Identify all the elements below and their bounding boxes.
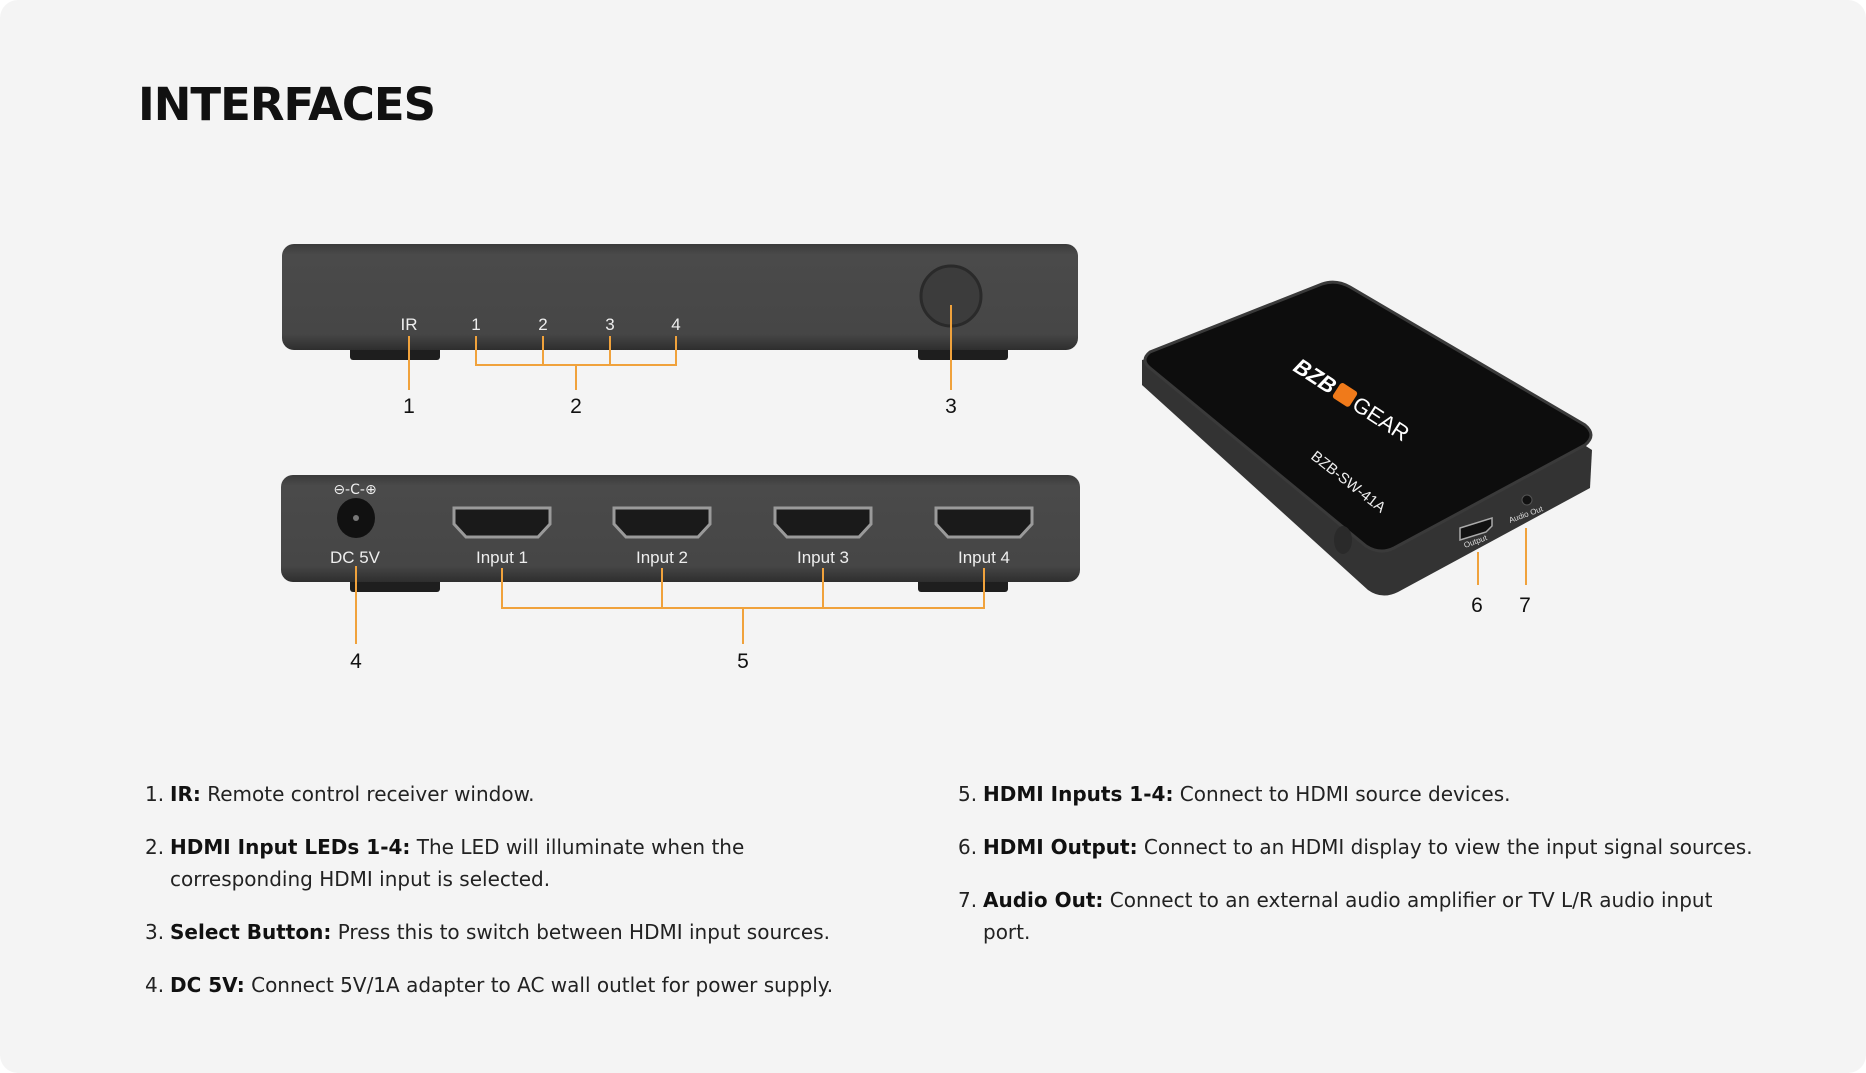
input-4-label: Input 4 [958,548,1010,567]
hdmi-port-icon [452,506,552,539]
callout-7: 7 [1519,594,1531,617]
list-item: 1.IR: Remote control receiver window. [145,778,885,810]
list-item: 4.DC 5V: Connect 5V/1A adapter to AC wal… [145,969,885,1001]
item-term: DC 5V: [170,973,245,997]
input-2-label: Input 2 [636,548,688,567]
list-item: 7.Audio Out: Connect to an external audi… [958,884,1758,948]
hdmi-port-icon [612,506,712,539]
interface-list-right: 5.HDMI Inputs 1-4: Connect to HDMI sourc… [958,778,1758,969]
input-1-label: Input 1 [476,548,528,567]
callout-lines-rear [355,566,985,644]
item-description: Press this to switch between HDMI input … [331,920,830,944]
item-number: 5. [958,782,978,806]
item-description: Connect to an HDMI display to view the i… [1137,835,1753,859]
callout-2: 2 [570,395,582,418]
device-top [1143,280,1593,553]
side-select-button [1334,526,1352,554]
input-3-label: Input 3 [797,548,849,567]
dc-5v-label: DC 5V [330,548,381,567]
callout-lines-device [1477,528,1527,585]
item-description: Remote control receiver window. [200,782,535,806]
front-panel-body [282,244,1078,350]
item-number: 3. [145,920,165,944]
item-number: 2. [145,835,165,859]
callout-3: 3 [945,395,957,418]
item-description: Connect to HDMI source devices. [1173,782,1511,806]
device-isometric: BZB GEAR BZB-SW-41A Output Audio Out 6 7 [1142,280,1593,617]
list-item: 5.HDMI Inputs 1-4: Connect to HDMI sourc… [958,778,1758,810]
item-term: HDMI Inputs 1-4: [983,782,1174,806]
audio-out-jack-icon [1521,494,1533,506]
callout-5: 5 [737,650,749,673]
led-label-4: 4 [671,315,680,334]
callout-1: 1 [403,395,415,418]
item-term: Audio Out: [983,888,1104,912]
item-number: 4. [145,973,165,997]
callout-4: 4 [350,650,362,673]
page-title: INTERFACES [138,78,436,131]
led-label-3: 3 [605,315,614,334]
item-term: HDMI Output: [983,835,1138,859]
item-term: Select Button: [170,920,332,944]
led-label-1: 1 [471,315,480,334]
hdmi-port-icon [773,506,873,539]
callout-lines-front [408,305,952,390]
front-panel: IR 1 2 3 4 1 2 3 [282,244,1078,418]
rear-panel: ⊖-C-⊕ DC 5V Input 1 Input 2 Input 3 Inpu… [281,475,1080,673]
power-polarity-symbol: ⊖-C-⊕ [333,482,376,498]
item-number: 7. [958,888,978,912]
item-description: Connect 5V/1A adapter to AC wall outlet … [244,973,834,997]
list-item: 6.HDMI Output: Connect to an HDMI displa… [958,831,1758,863]
item-description: The LED will illuminate when the corresp… [170,835,745,891]
item-term: IR: [170,782,201,806]
callout-6: 6 [1471,594,1483,617]
list-item: 2.HDMI Input LEDs 1-4: The LED will illu… [145,831,885,895]
led-label-2: 2 [538,315,547,334]
item-term: HDMI Input LEDs 1-4: [170,835,411,859]
hdmi-ports [452,506,1034,539]
list-item: 3.Select Button: Press this to switch be… [145,916,885,948]
hdmi-port-icon [934,506,1034,539]
hdmi-output-port-icon [1459,516,1493,542]
item-number: 6. [958,835,978,859]
ir-label: IR [401,315,418,334]
interface-list-left: 1.IR: Remote control receiver window. 2.… [145,778,885,1022]
item-description: Connect to an external audio amplifier o… [983,888,1713,944]
item-number: 1. [145,782,165,806]
